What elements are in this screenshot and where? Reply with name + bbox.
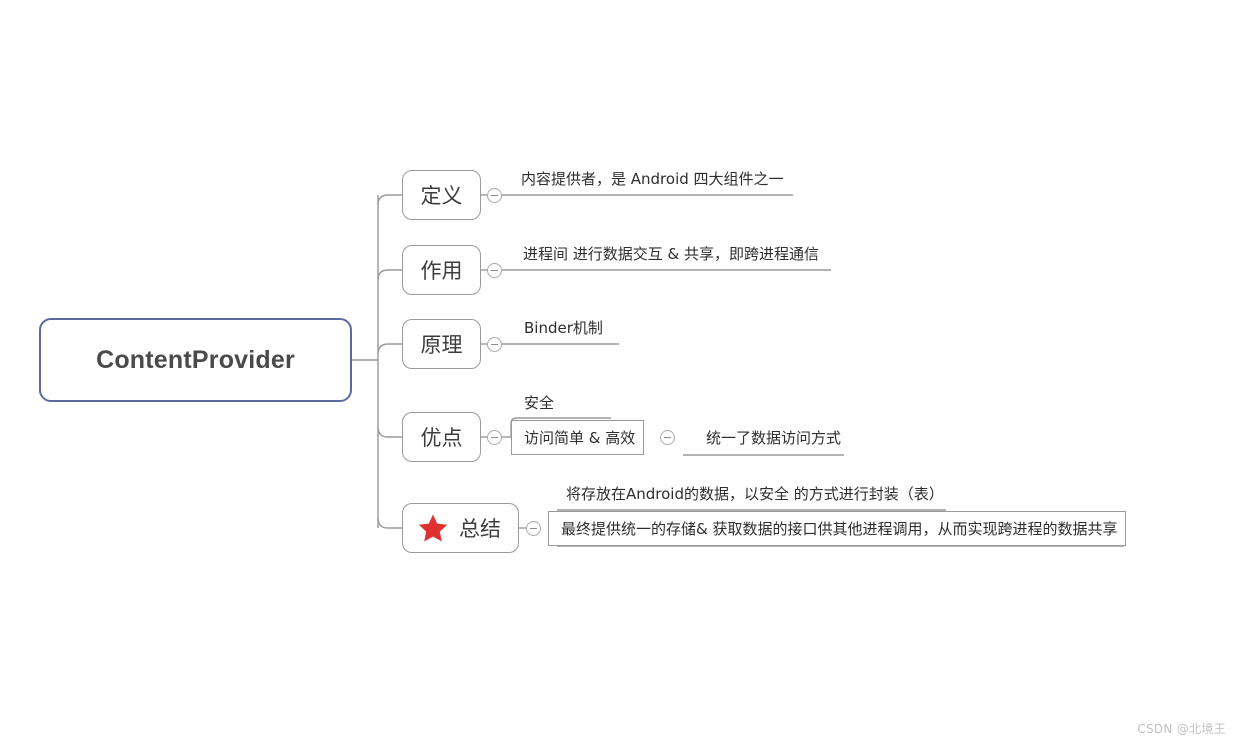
connector-to-principle bbox=[377, 343, 402, 355]
collapse-toggle-advantages[interactable] bbox=[487, 429, 502, 445]
collapse-toggle-advantages-nested[interactable] bbox=[660, 430, 675, 445]
collapse-toggle-definition[interactable] bbox=[487, 187, 502, 203]
detail-advantages-simple-efficient-text: 访问简单 & 高效 bbox=[524, 429, 636, 447]
branch-node-summary[interactable]: 总结 bbox=[402, 503, 519, 553]
connector-to-summary bbox=[377, 517, 402, 529]
connector-to-definition bbox=[377, 194, 402, 206]
collapse-toggle-purpose[interactable] bbox=[487, 262, 502, 278]
branch-node-advantages-label: 优点 bbox=[420, 426, 463, 450]
branch-node-principle-label: 原理 bbox=[420, 333, 463, 357]
collapse-toggle-principle[interactable] bbox=[487, 336, 502, 352]
branch-node-principle[interactable]: 原理 bbox=[402, 319, 481, 369]
detail-advantages-simple-efficient-box[interactable]: 访问简单 & 高效 bbox=[511, 420, 644, 455]
branch-node-summary-label: 总结 bbox=[459, 517, 501, 541]
branch-node-advantages[interactable]: 优点 bbox=[402, 412, 481, 462]
root-node[interactable]: ContentProvider bbox=[39, 318, 352, 402]
connector-to-advantages bbox=[377, 426, 402, 438]
branch-node-purpose[interactable]: 作用 bbox=[402, 245, 481, 295]
root-node-label: ContentProvider bbox=[96, 345, 295, 374]
detail-summary-line2-box[interactable]: 最终提供统一的存储& 获取数据的接口供其他进程调用，从而实现跨进程的数据共享 bbox=[548, 511, 1126, 546]
detail-summary-line2-text: 最终提供统一的存储& 获取数据的接口供其他进程调用，从而实现跨进程的数据共享 bbox=[561, 520, 1118, 538]
detail-advantages-safe: 安全 bbox=[524, 394, 555, 412]
watermark: CSDN @北境王 bbox=[1137, 722, 1226, 736]
detail-advantages-unified: 统一了数据访问方式 bbox=[706, 429, 842, 447]
detail-purpose: 进程间 进行数据交互 & 共享，即跨进程通信 bbox=[523, 245, 820, 263]
branch-node-definition-label: 定义 bbox=[420, 184, 463, 208]
connector-to-purpose bbox=[377, 269, 402, 281]
detail-principle: Binder机制 bbox=[524, 319, 603, 337]
detail-summary-line1: 将存放在Android的数据，以安全 的方式进行封装（表） bbox=[566, 485, 944, 503]
detail-definition: 内容提供者，是 Android 四大组件之一 bbox=[521, 170, 784, 188]
branch-node-purpose-label: 作用 bbox=[420, 259, 463, 283]
red-star-icon bbox=[418, 514, 448, 542]
branch-node-definition[interactable]: 定义 bbox=[402, 170, 481, 220]
collapse-toggle-summary[interactable] bbox=[526, 520, 541, 536]
